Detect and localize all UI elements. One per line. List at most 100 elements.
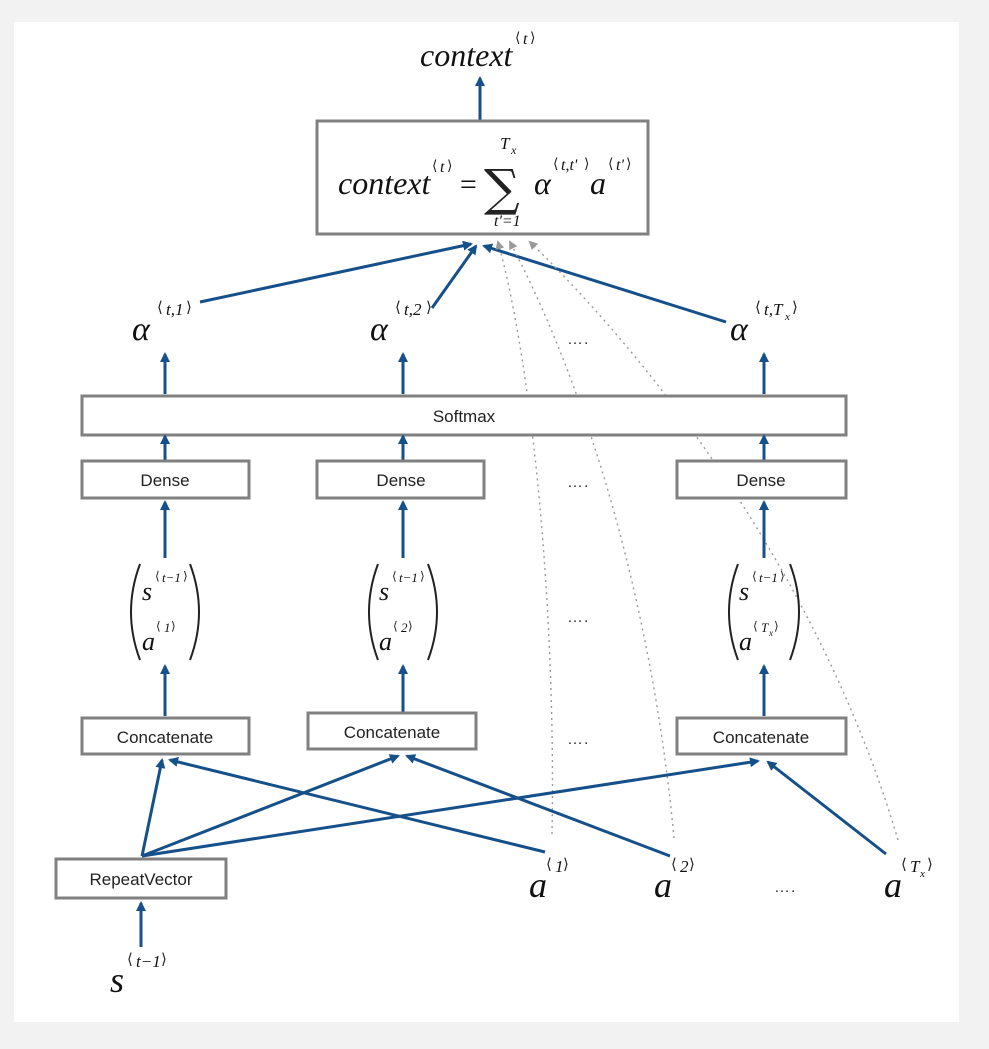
arrow-a2-to-concat2 (405, 754, 671, 858)
concatenate-box-2 (306, 711, 478, 751)
vector-1-bottom-sup-close: ⟩ (171, 619, 176, 633)
vector-tx-top: s (739, 577, 749, 606)
attention-diagram: context ⟨ t ⟩ context ⟨ t ⟩ = ∑ T x t'=1… (54, 30, 933, 1000)
formula-a-sup-open: ⟨ (608, 156, 613, 172)
vector-1-top-sup-close: ⟩ (183, 569, 188, 583)
vector-2-left-paren (368, 563, 379, 661)
vector-2: s ⟨ t−1 ⟩ a ⟨ 2 ⟩ (368, 563, 438, 661)
concatenate-ellipsis: …. (567, 731, 589, 748)
vector-1: s ⟨ t−1 ⟩ a ⟨ 1 ⟩ (130, 563, 200, 661)
alpha-1-sup: t,1 (166, 300, 183, 319)
formula-lhs-sup-open: ⟨ (432, 158, 437, 174)
alpha-2-label: α ⟨ t,2 ⟩ (370, 298, 432, 348)
formula-sum-lower: t'=1 (494, 213, 521, 230)
softmax-label: Softmax (433, 407, 496, 426)
vector-1-left-paren (130, 563, 141, 661)
vector-tx-right-paren (789, 563, 800, 661)
alpha-tx-label: α ⟨ t,T x ⟩ (730, 298, 798, 348)
alpha-ellipsis: …. (567, 331, 589, 348)
vector-2-bottom-sup: 2 (401, 620, 408, 635)
dense-label-2: Dense (376, 471, 425, 490)
repeatvector-label: RepeatVector (89, 870, 192, 889)
vector-2-top: s (379, 577, 389, 606)
context-output-sup-close: ⟩ (530, 30, 535, 46)
vector-2-top-sup: t−1 (399, 570, 418, 585)
formula-alpha: α (534, 165, 552, 201)
vector-tx-top-sup-close: ⟩ (780, 569, 785, 583)
input-a2-symbol: a (654, 865, 672, 905)
formula-alpha-sup: t,t' (561, 157, 578, 174)
context-formula: context ⟨ t ⟩ = ∑ T x t'=1 α ⟨ t,t' ⟩ a … (338, 134, 631, 230)
input-a1: a ⟨ 1 ⟩ (529, 855, 569, 905)
vector-tx: s ⟨ t−1 ⟩ a ⟨ T x ⟩ (728, 563, 800, 661)
alpha-1-sup-close: ⟩ (186, 298, 192, 316)
dotted-a2-to-formula (509, 240, 675, 839)
vector-2-bottom-sup-open: ⟨ (393, 619, 398, 633)
concatenate-box-1 (80, 716, 251, 756)
vector-1-bottom-sup-open: ⟨ (156, 619, 161, 633)
formula-lhs-sup-close: ⟩ (447, 158, 452, 174)
vector-tx-bottom-sup-close: ⟩ (774, 619, 779, 633)
formula-a-sup: t' (616, 157, 624, 174)
vector-1-bottom-sup: 1 (164, 620, 171, 635)
alpha-1-sup-open: ⟨ (157, 298, 163, 316)
vector-tx-top-sup-open: ⟨ (752, 569, 757, 583)
input-atx-sup-close: ⟩ (927, 855, 933, 873)
input-a2: a ⟨ 2 ⟩ (654, 855, 695, 905)
dense-box-1 (80, 459, 251, 500)
arrow-repeat-to-concat1 (140, 758, 166, 857)
vector-2-bottom: a (379, 627, 392, 656)
concatenate-label-2: Concatenate (344, 723, 440, 742)
arrow-repeat-to-concattx (141, 757, 760, 858)
vector-2-right-paren (427, 563, 438, 661)
context-output-text: context (420, 37, 514, 73)
input-atx-sup-open: ⟨ (901, 855, 907, 873)
alpha-2-sup-close: ⟩ (426, 298, 432, 316)
input-a1-sup: 1 (555, 857, 564, 876)
vector-2-top-sup-open: ⟨ (392, 569, 397, 583)
vector-2-top-sup-close: ⟩ (420, 569, 425, 583)
input-a2-sup-close: ⟩ (689, 855, 695, 873)
input-a2-sup-open: ⟨ (671, 855, 677, 873)
s-input-sup: t−1 (136, 952, 161, 971)
alpha-tx-sup-sub: x (784, 311, 790, 323)
input-a2-sup: 2 (680, 857, 689, 876)
dense-box-tx (675, 459, 848, 500)
input-a1-sup-open: ⟨ (546, 855, 552, 873)
arrow-atx-to-concattx (766, 760, 887, 856)
vector-tx-top-sup: t−1 (759, 570, 778, 585)
arrow-a1-to-concat1 (168, 757, 546, 854)
arrow-alpha2-to-formula (430, 244, 478, 309)
dense-label-1: Dense (140, 471, 189, 490)
alpha-tx-sup-open: ⟨ (755, 298, 761, 316)
input-atx-sup-sub: x (919, 868, 925, 880)
context-formula-box (315, 119, 650, 236)
formula-sum-upper: T (500, 134, 511, 153)
vector-tx-bottom-sup: T (761, 620, 769, 635)
formula-sum-symbol: ∑ (484, 159, 520, 217)
s-input-sup-open: ⟨ (127, 950, 133, 968)
dense-ellipsis: …. (567, 474, 589, 491)
softmax-box (80, 394, 848, 437)
vector-tx-bottom-sup-open: ⟨ (753, 619, 758, 633)
concatenate-label-1: Concatenate (117, 728, 213, 747)
alpha-tx-sup: t,T (764, 300, 784, 319)
input-ellipsis: …. (774, 879, 796, 896)
alpha-tx-symbol: α (730, 311, 749, 348)
alpha-2-sup-open: ⟨ (395, 298, 401, 316)
s-input-symbol: s (110, 960, 124, 1000)
alpha-1-symbol: α (132, 311, 151, 348)
alpha-2-symbol: α (370, 311, 389, 348)
vector-1-top-sup-open: ⟨ (155, 569, 160, 583)
alpha-tx-sup-close: ⟩ (792, 298, 798, 316)
vector-ellipsis: …. (567, 609, 589, 626)
input-atx-sup: T (910, 857, 921, 876)
arrow-alphatx-to-formula (482, 243, 727, 324)
dense-label-tx: Dense (736, 471, 785, 490)
s-input: s ⟨ t−1 ⟩ (110, 950, 167, 1000)
input-a1-sup-close: ⟩ (563, 855, 569, 873)
dotted-a1-to-formula (495, 240, 554, 835)
formula-alpha-sup-close: ⟩ (584, 156, 589, 172)
formula-a-sup-close: ⟩ (626, 156, 631, 172)
s-input-sup-close: ⟩ (161, 950, 167, 968)
